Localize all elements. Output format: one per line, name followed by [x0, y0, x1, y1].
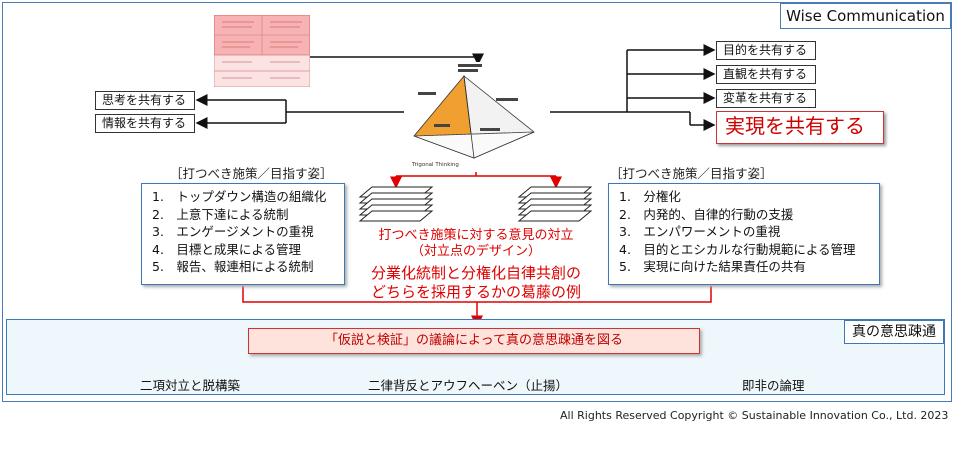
hypothesis-box: 「仮説と検証」の議論によって真の意思疎通を図る — [248, 328, 700, 354]
right-policy-item: 2. 内発的、自律的行動の支援 — [619, 206, 794, 222]
output-right-intuition: 直観を共有する — [716, 65, 816, 84]
dilemma-line-1: 分業化統制と分権化自律共創の — [370, 264, 581, 282]
left-policy-item: 5. 報告、報連相による統制 — [152, 259, 314, 274]
dilemma-line-2: どちらを採用するかの葛藤の例 — [370, 283, 581, 301]
conflict-subtitle: （対立点のデザイン） — [410, 244, 541, 259]
output-left-thinking: 思考を共有する — [95, 91, 195, 110]
output-right-realization: 実現を共有する — [716, 111, 884, 144]
document-stack-icon — [517, 186, 593, 222]
right-panel-header: ［打つべき施策／目指す姿］ — [610, 166, 773, 181]
output-right-transformation: 変革を共有する — [716, 89, 816, 108]
document-stack-icon — [358, 186, 434, 222]
left-policy-item: 1. トップダウン構造の組織化 — [152, 189, 327, 204]
right-policy-item: 3. エンパワーメントの重視 — [619, 224, 781, 239]
left-panel-header: ［打つべき施策／目指す姿］ — [170, 166, 333, 181]
matrix-thumbnail — [214, 15, 310, 87]
conflict-title: 打つべき施策に対する意見の対立 — [378, 228, 574, 243]
outcome-dichotomy: 二項対立と脱構築 — [140, 378, 241, 393]
right-policy-item: 1. 分権化 — [619, 189, 681, 204]
pyramid-diagram: Trigonal Thinking — [404, 62, 550, 172]
right-policy-panel: 1. 分権化 2. 内発的、自律的行動の支援 3. エンパワーメントの重視 4.… — [608, 183, 880, 285]
output-right-purpose: 目的を共有する — [716, 41, 816, 60]
output-left-information: 情報を共有する — [95, 114, 195, 133]
left-policy-item: 4. 目標と成果による管理 — [152, 241, 302, 257]
outcome-antinomy: 二律背反とアウフヘーベン（止揚） — [368, 378, 569, 393]
left-policy-panel: 1. トップダウン構造の組織化 2. 上意下達による統制 3. エンゲージメント… — [141, 183, 345, 285]
pyramid-caption: Trigonal Thinking — [411, 162, 459, 168]
copyright-notice: All Rights Reserved Copyright © Sustaina… — [560, 409, 949, 422]
left-policy-item: 3. エンゲージメントの重視 — [152, 224, 314, 239]
outer-frame — [2, 2, 952, 402]
outcome-soku-hi: 即非の論理 — [742, 378, 805, 393]
right-policy-item: 5. 実現に向けた結果責任の共有 — [619, 259, 806, 274]
right-policy-item: 4. 目的とエシカルな行動規範による管理 — [619, 241, 856, 257]
left-policy-item: 2. 上意下達による統制 — [152, 206, 289, 222]
page-title: Wise Communication — [780, 3, 951, 29]
true-communication-tag: 真の意思疎通 — [844, 320, 944, 344]
